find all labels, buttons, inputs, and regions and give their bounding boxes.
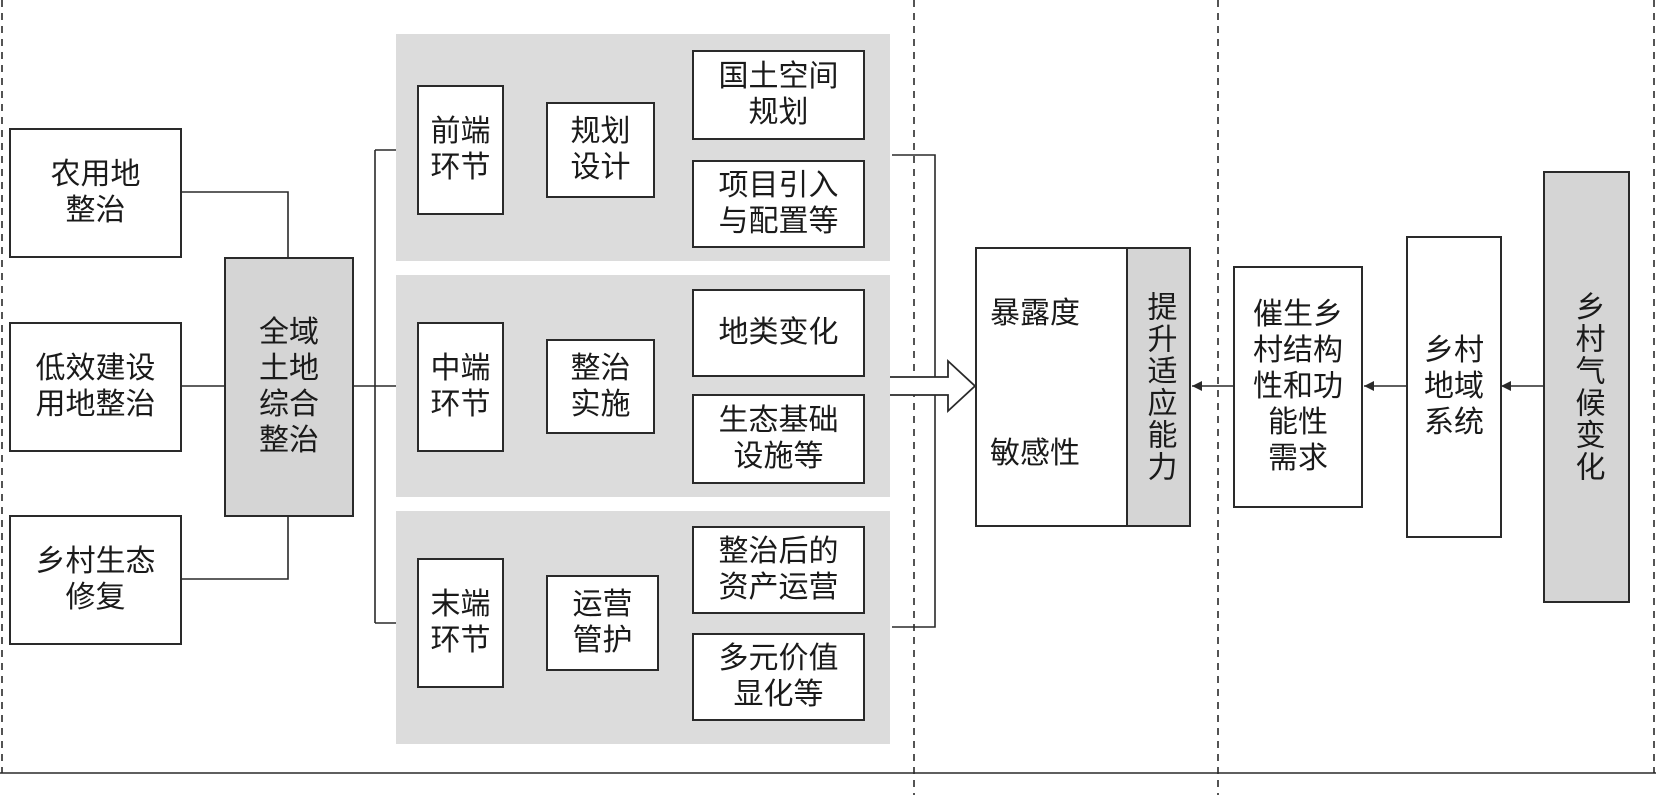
stage-middle: 中端 环节: [417, 322, 504, 452]
source-rural-ecological-restoration: 乡村生态 修复: [9, 515, 182, 645]
source-farmland-consolidation: 农用地 整治: [9, 128, 182, 258]
action-implementation: 整治 实施: [546, 339, 655, 434]
rural-regional-system: 乡村 地域 系统: [1406, 236, 1502, 538]
outcome-asset-operation: 整治后的 资产运营: [692, 526, 865, 614]
hub-comprehensive-land-consolidation: 全域 土地 综合 整治: [224, 257, 354, 517]
big-hollow-arrow: [888, 358, 977, 414]
exposure-label: 暴露度: [990, 296, 1080, 331]
rural-climate-change: 乡村气候变化: [1543, 171, 1630, 603]
connector-source-3: [181, 515, 289, 580]
stage-front: 前端 环节: [417, 85, 504, 215]
outcome-territorial-spatial-planning: 国土空间 规划: [692, 50, 865, 140]
source-inefficient-construction-land: 低效建设 用地整治: [9, 322, 182, 452]
action-operation-maintenance: 运营 管护: [546, 575, 659, 671]
stage-end: 末端 环节: [417, 558, 504, 688]
outcome-project-introduction: 项目引入 与配置等: [692, 160, 865, 248]
adaptive-capacity-label: 提升适应能力: [1141, 291, 1177, 483]
structural-functional-demand: 催生乡 村结构 性和功 能性 需求: [1233, 266, 1363, 508]
connector-source-1: [181, 191, 289, 257]
action-planning-design: 规划 设计: [546, 102, 655, 198]
adaptive-capacity-label-box: 提升适应能力: [1126, 247, 1191, 527]
outcome-ecological-infrastructure: 生态基础 设施等: [692, 394, 865, 484]
outcome-land-type-change: 地类变化: [692, 289, 865, 377]
outcome-multi-value-realization: 多元价值 显化等: [692, 633, 865, 721]
sensitivity-label: 敏感性: [990, 436, 1080, 471]
rural-climate-change-label: 乡村气候变化: [1569, 291, 1605, 483]
